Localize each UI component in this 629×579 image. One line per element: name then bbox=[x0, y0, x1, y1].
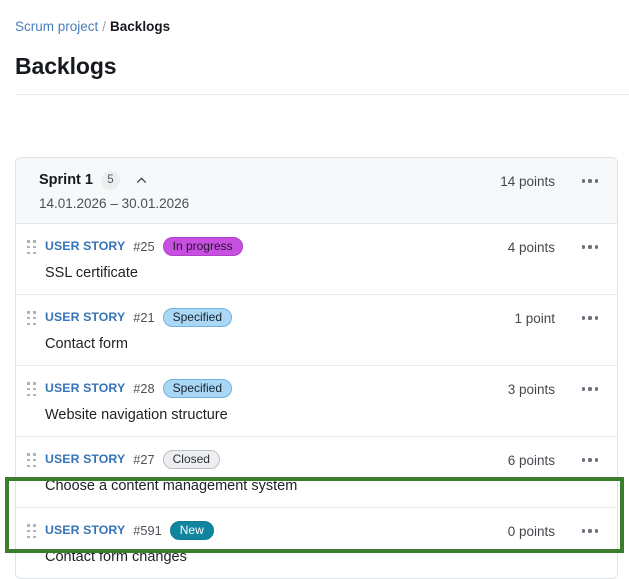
story-row-28[interactable]: USER STORY #28 Specified Website navigat… bbox=[16, 366, 617, 437]
story-row-21[interactable]: USER STORY #21 Specified Contact form 1 … bbox=[16, 295, 617, 366]
sprint-name[interactable]: Sprint 1 bbox=[39, 172, 93, 188]
sprint-date-range: 14.01.2026 – 30.01.2026 bbox=[39, 196, 190, 211]
story-id: #25 bbox=[133, 238, 155, 254]
kebab-menu-icon[interactable] bbox=[577, 237, 603, 257]
drag-handle-icon[interactable] bbox=[24, 449, 39, 468]
drag-handle-icon[interactable] bbox=[24, 236, 39, 255]
story-points: 6 points bbox=[507, 452, 555, 468]
story-points: 3 points bbox=[507, 381, 555, 397]
story-list: USER STORY #25 In progress SSL certifica… bbox=[16, 224, 617, 578]
sprint-item-count-badge: 5 bbox=[100, 170, 120, 190]
story-main: USER STORY #21 Specified Contact form bbox=[39, 307, 514, 353]
sprint-card: Sprint 1 5 14.01.2026 – 30.01.2026 14 po… bbox=[15, 157, 618, 579]
breadcrumb-parent-link[interactable]: Scrum project bbox=[15, 19, 99, 34]
kebab-menu-icon[interactable] bbox=[577, 171, 603, 191]
story-main: USER STORY #25 In progress SSL certifica… bbox=[39, 236, 508, 282]
story-right: 1 point bbox=[514, 307, 603, 328]
status-badge: Specified bbox=[162, 307, 232, 327]
story-id: #591 bbox=[133, 522, 162, 538]
title-divider bbox=[15, 94, 629, 95]
story-right: 0 points bbox=[508, 520, 603, 541]
kebab-menu-icon[interactable] bbox=[577, 450, 603, 470]
story-type-link[interactable]: USER STORY bbox=[45, 452, 126, 466]
story-title[interactable]: Contact form bbox=[45, 336, 128, 352]
status-badge: New bbox=[169, 520, 214, 540]
story-row-27[interactable]: USER STORY #27 Closed Choose a content m… bbox=[16, 437, 617, 508]
kebab-menu-icon[interactable] bbox=[577, 308, 603, 328]
kebab-menu-icon[interactable] bbox=[577, 379, 603, 399]
story-title[interactable]: SSL certificate bbox=[45, 265, 138, 281]
story-type-link[interactable]: USER STORY bbox=[45, 523, 126, 537]
story-meta: USER STORY #25 In progress bbox=[45, 236, 508, 256]
story-main: USER STORY #28 Specified Website navigat… bbox=[39, 378, 508, 424]
story-row-25[interactable]: USER STORY #25 In progress SSL certifica… bbox=[16, 224, 617, 295]
chevron-up-icon[interactable] bbox=[132, 170, 152, 190]
breadcrumb-separator: / bbox=[102, 19, 107, 34]
breadcrumb: Scrum project/Backlogs bbox=[15, 19, 170, 35]
sprint-points: 14 points bbox=[500, 173, 555, 189]
story-points: 0 points bbox=[507, 523, 555, 539]
story-meta: USER STORY #21 Specified bbox=[45, 307, 514, 327]
story-right: 6 points bbox=[508, 449, 603, 470]
story-meta: USER STORY #27 Closed bbox=[45, 449, 508, 469]
story-type-link[interactable]: USER STORY bbox=[45, 381, 126, 395]
drag-handle-icon[interactable] bbox=[24, 520, 39, 539]
story-type-link[interactable]: USER STORY bbox=[45, 310, 126, 324]
story-title[interactable]: Website navigation structure bbox=[45, 407, 228, 423]
sprint-title-row: Sprint 1 5 bbox=[39, 170, 500, 190]
sprint-header-left: Sprint 1 5 14.01.2026 – 30.01.2026 bbox=[39, 170, 500, 212]
story-title[interactable]: Choose a content management system bbox=[45, 478, 298, 494]
drag-handle-icon[interactable] bbox=[24, 378, 39, 397]
story-main: USER STORY #591 New Contact form changes bbox=[39, 520, 508, 566]
drag-handle-icon[interactable] bbox=[24, 307, 39, 326]
story-main: USER STORY #27 Closed Choose a content m… bbox=[39, 449, 508, 495]
story-points: 1 point bbox=[514, 310, 555, 326]
kebab-menu-icon[interactable] bbox=[577, 521, 603, 541]
status-badge: In progress bbox=[162, 236, 243, 256]
story-meta: USER STORY #591 New bbox=[45, 520, 508, 540]
sprint-header[interactable]: Sprint 1 5 14.01.2026 – 30.01.2026 14 po… bbox=[16, 158, 617, 224]
story-points: 4 points bbox=[507, 239, 555, 255]
status-badge: Specified bbox=[162, 378, 232, 398]
sprint-header-right: 14 points bbox=[500, 170, 603, 191]
page-title: Backlogs bbox=[15, 53, 117, 79]
status-badge: Closed bbox=[162, 449, 220, 469]
story-type-link[interactable]: USER STORY bbox=[45, 239, 126, 253]
story-meta: USER STORY #28 Specified bbox=[45, 378, 508, 398]
story-id: #28 bbox=[133, 380, 155, 396]
story-row-591[interactable]: USER STORY #591 New Contact form changes… bbox=[16, 508, 617, 578]
story-title[interactable]: Contact form changes bbox=[45, 549, 187, 565]
story-right: 4 points bbox=[508, 236, 603, 257]
breadcrumb-current: Backlogs bbox=[110, 19, 171, 34]
story-right: 3 points bbox=[508, 378, 603, 399]
story-id: #27 bbox=[133, 451, 155, 467]
story-id: #21 bbox=[133, 309, 155, 325]
